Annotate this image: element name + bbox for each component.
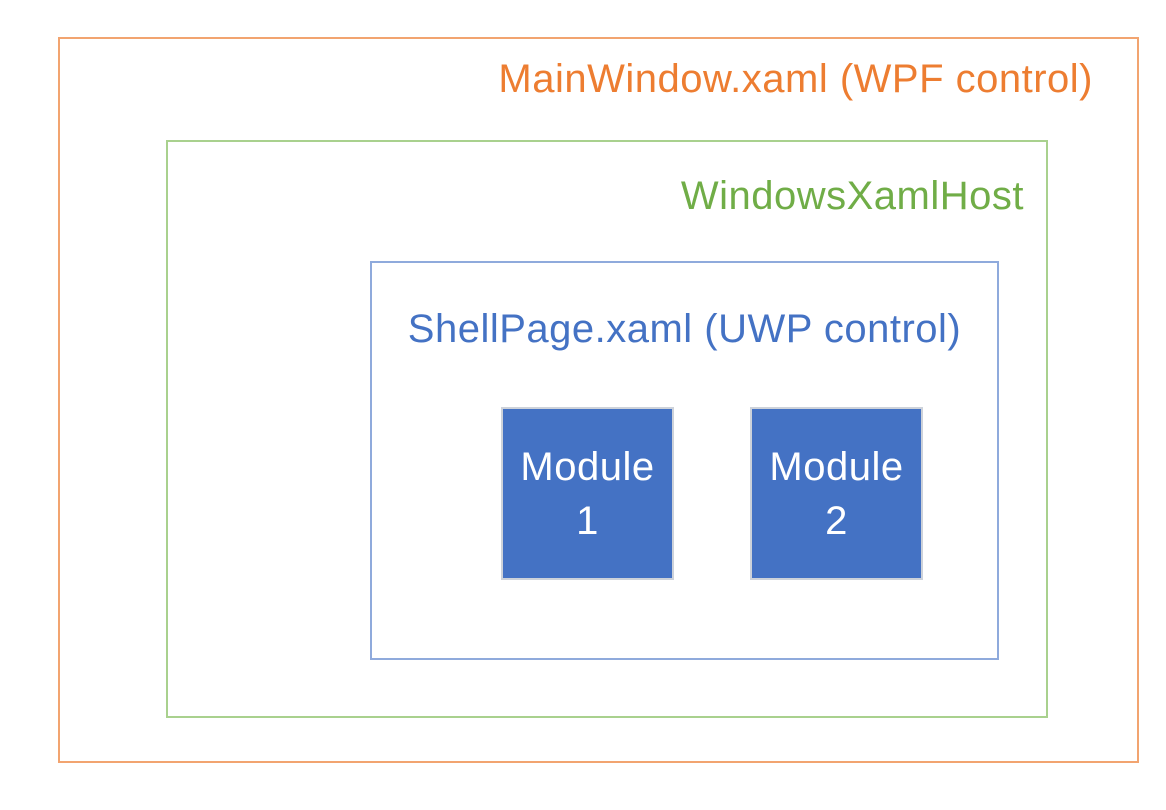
shellpage-uwp-label: ShellPage.xaml (UWP control) xyxy=(407,307,962,351)
mainwindow-wpf-box: MainWindow.xaml (WPF control) WindowsXam… xyxy=(58,37,1139,763)
module-2-label-line2: 2 xyxy=(825,498,848,543)
module-1-label-line1: Module xyxy=(520,444,655,489)
windowsxamlhost-label: WindowsXamlHost xyxy=(680,174,1024,218)
module-1-label-line2: 1 xyxy=(576,498,599,543)
shellpage-uwp-box: ShellPage.xaml (UWP control) Module 1 Mo… xyxy=(370,261,999,660)
module-2-box: Module 2 xyxy=(750,407,923,580)
module-2-label-line1: Module xyxy=(769,444,904,489)
mainwindow-wpf-label: MainWindow.xaml (WPF control) xyxy=(498,57,1093,101)
windowsxamlhost-box: WindowsXamlHost ShellPage.xaml (UWP cont… xyxy=(166,140,1048,718)
module-1-box: Module 1 xyxy=(501,407,674,580)
